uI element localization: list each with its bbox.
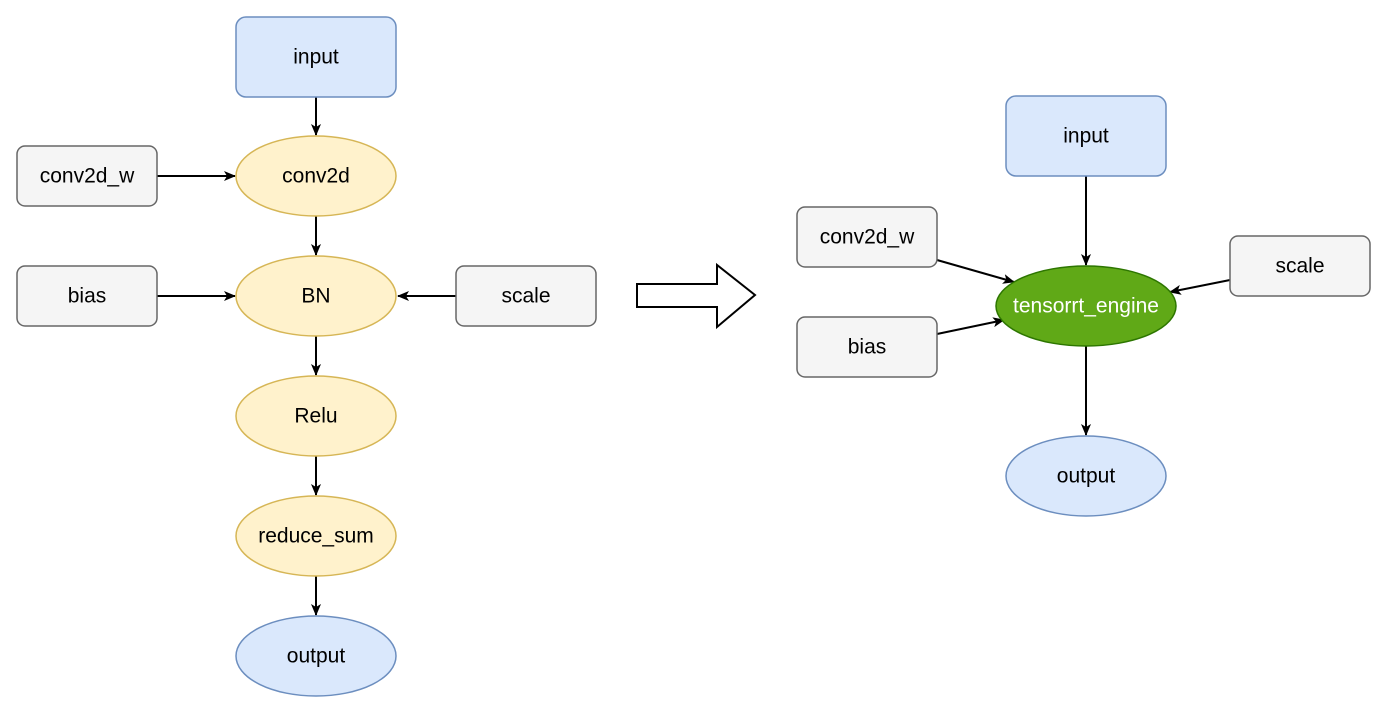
edge-fused-conv2d-w-to-engine — [936, 259, 1015, 284]
fused-node-input-label: input — [1063, 125, 1109, 148]
node-bias: bias — [16, 265, 158, 327]
node-output: output — [235, 615, 397, 697]
fused-node-bias: bias — [796, 316, 938, 378]
node-bn: BN — [235, 255, 397, 337]
fused-node-tensorrt-engine: tensorrt_engine — [995, 265, 1177, 347]
node-bias-label: bias — [68, 285, 107, 308]
fused-node-bias-label: bias — [848, 336, 887, 359]
node-conv2d-w-label: conv2d_w — [40, 165, 135, 188]
fused-graph: input conv2d_w bias scale tensorrt_engin… — [796, 95, 1371, 517]
edge-fused-scale-to-engine — [1169, 279, 1231, 295]
edge-fused-bias-to-engine — [936, 317, 1005, 335]
fused-node-conv2d-w: conv2d_w — [796, 206, 938, 268]
original-graph: input conv2d_w conv2d bias BN scale Relu — [16, 16, 597, 697]
node-relu: Relu — [235, 375, 397, 457]
fused-node-conv2d-w-label: conv2d_w — [820, 226, 915, 249]
fused-node-tensorrt-engine-label: tensorrt_engine — [1013, 295, 1159, 318]
node-scale-label: scale — [501, 285, 550, 308]
node-conv2d-w: conv2d_w — [16, 145, 158, 207]
node-reduce-sum-label: reduce_sum — [258, 525, 374, 548]
node-scale: scale — [455, 265, 597, 327]
fused-node-input: input — [1005, 95, 1167, 177]
node-conv2d-label: conv2d — [282, 165, 350, 188]
fused-node-scale: scale — [1229, 235, 1371, 297]
node-reduce-sum: reduce_sum — [235, 495, 397, 577]
node-relu-label: Relu — [294, 405, 337, 428]
node-conv2d: conv2d — [235, 135, 397, 217]
fused-node-scale-label: scale — [1275, 255, 1324, 278]
fused-graph-edges — [936, 176, 1231, 436]
node-output-label: output — [287, 645, 346, 668]
transform-arrow-icon — [636, 262, 757, 330]
node-input-label: input — [293, 46, 339, 69]
node-bn-label: BN — [301, 285, 330, 308]
node-input: input — [235, 16, 397, 98]
original-graph-edges — [157, 97, 456, 616]
fused-node-output-label: output — [1057, 465, 1116, 488]
fused-node-output: output — [1005, 435, 1167, 517]
